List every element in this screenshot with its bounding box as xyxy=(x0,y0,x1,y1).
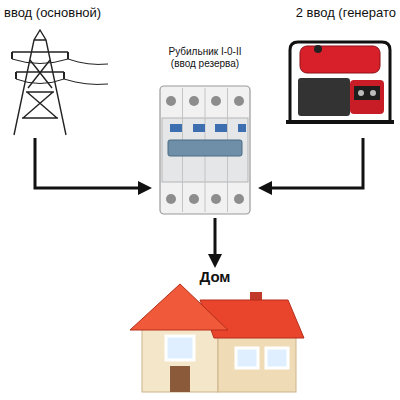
wall xyxy=(142,322,218,392)
terminal-top xyxy=(166,96,244,106)
fuel-tank xyxy=(300,46,380,73)
window xyxy=(166,336,194,360)
screw xyxy=(211,194,221,204)
insulator xyxy=(12,52,68,79)
screw xyxy=(189,96,199,106)
node-label: 2 ввод (генерато xyxy=(282,6,396,21)
switch-window xyxy=(215,124,227,132)
switch-window xyxy=(193,124,205,132)
alternator xyxy=(350,80,384,114)
outlet xyxy=(358,90,364,96)
switch-window xyxy=(170,124,182,132)
arrow-connector xyxy=(214,218,217,256)
generator-frame xyxy=(290,42,390,120)
house-box: Дом xyxy=(124,266,306,396)
tank-cap xyxy=(314,45,322,53)
outlet xyxy=(370,90,376,96)
switch-body xyxy=(160,86,250,214)
door xyxy=(170,366,190,392)
arrow-connector xyxy=(270,138,363,188)
screw xyxy=(166,194,176,204)
wall xyxy=(218,334,296,392)
power-wire xyxy=(12,59,108,84)
power-tower xyxy=(12,30,108,135)
screw xyxy=(234,194,244,204)
roof xyxy=(130,284,228,330)
engine xyxy=(298,78,350,116)
screw xyxy=(234,96,244,106)
transfer-switch xyxy=(160,86,250,214)
generator-base xyxy=(286,120,394,124)
node-label: Дом xyxy=(126,268,304,285)
arrow-connector xyxy=(35,138,140,188)
switch-window xyxy=(238,124,246,132)
screw xyxy=(166,96,176,106)
transfer-switch-box: Рубильник I-0-II (ввод резерва) xyxy=(150,44,260,218)
window xyxy=(266,348,288,368)
node-label: ввод (основной) xyxy=(4,6,110,21)
node-label: Рубильник I-0-II (ввод резерва) xyxy=(155,46,255,69)
generator xyxy=(286,42,394,122)
screw xyxy=(189,194,199,204)
control-panel xyxy=(354,86,380,100)
power-input: ввод (основной) xyxy=(2,4,112,138)
tower-frame xyxy=(12,30,68,135)
generator-input: 2 ввод (генерато xyxy=(280,4,398,138)
terminal-bottom xyxy=(166,194,244,204)
house xyxy=(130,284,304,392)
screw xyxy=(211,96,221,106)
window xyxy=(236,348,258,368)
switch-handle xyxy=(168,140,242,156)
